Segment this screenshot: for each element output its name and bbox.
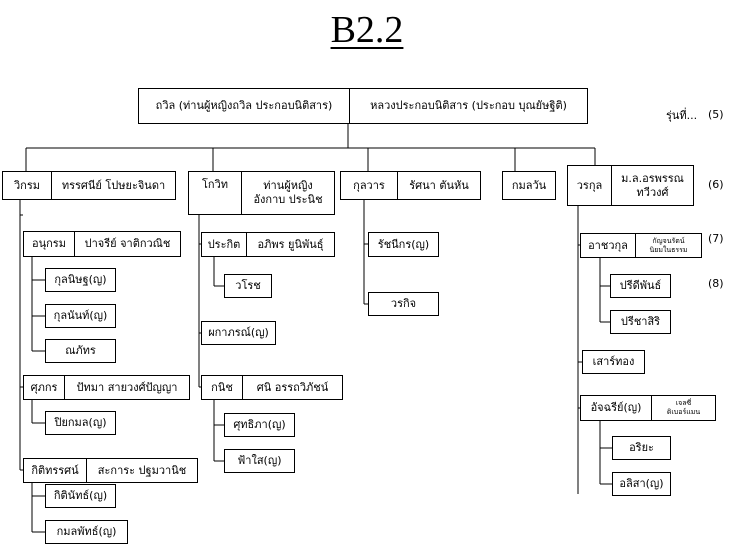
root-couple: ถวิล (ท่านผู้หญิงถวิล ประกอบนิติสาร) หลว… (138, 88, 588, 124)
preedipan-name: ปรีดีพันธ์ (619, 279, 662, 292)
artchakul-name: อาชวกุล (588, 238, 628, 252)
atchari-spouse: เจลซี่ ดิเบอร์แมน (651, 396, 715, 420)
warot-name: วโรช (235, 279, 261, 292)
worakul-name: วรกุล (576, 178, 603, 192)
pakaporn-name: ผกาภรณ์(ญ) (208, 326, 269, 339)
kamolpat-name: กมลพัทธ์(ญ) (56, 525, 117, 538)
alisa-box: อลิสา(ญ) (612, 472, 671, 496)
kamolpat-box: กมลพัทธ์(ญ) (45, 520, 128, 544)
artchakul-spouse-line2: นิยมในธรรม (649, 245, 688, 254)
kanit-name: กนิช (211, 380, 233, 394)
kittitat-name: กิติทรรศน์ (31, 463, 79, 477)
saotong-box: เสาร์ทอง (582, 350, 645, 374)
sukorn-spouse: ปัทมา สายวงศ์ปัญญา (64, 376, 189, 399)
kulawan-name: กุลวาร (353, 178, 385, 192)
kulawan-spouse: รัศนา ตันหัน (397, 172, 480, 199)
kittitat-spouse: สะการะ ปฐมวานิช (86, 459, 197, 482)
prakit-couple: ประกิต อภิพร ยูนิพันธุ์ (201, 232, 335, 257)
saotong-name: เสาร์ทอง (592, 355, 635, 368)
worakul-spouse: ม.ล.อรพรรณ ทวีวงศ์ (611, 166, 693, 205)
kitinat-box: กิตินัทธ์(ญ) (45, 484, 116, 508)
preechasiri-box: ปรีชาสิริ (610, 310, 671, 334)
generation-label: รุ่นที่... (666, 109, 698, 122)
atchari-spouse-line2: ดิเบอร์แมน (666, 408, 701, 416)
fasai-box: ฟ้าใส(ญ) (224, 449, 295, 473)
kittitat-couple: กิติทรรศน์ สะการะ ปฐมวานิช (23, 458, 198, 483)
generation-6: (6) (708, 178, 724, 191)
prakit-name: ประกิต (207, 237, 241, 251)
wikrom-couple: วิกรม ทรรศนีย์ โปษยะจินดา (2, 171, 176, 200)
generation-5: (5) (708, 108, 724, 121)
generation-7: (7) (708, 232, 724, 245)
fasai-name: ฟ้าใส(ญ) (237, 454, 282, 467)
page-title: B2.2 (330, 9, 404, 51)
kamolwan-name: กมลวัน (511, 178, 547, 192)
kulnit-name: กุลนิษฐ(ญ) (54, 273, 107, 286)
piyakamon-name: ปิยกมล(ญ) (54, 416, 107, 429)
kowit-couple: โกวิท ท่านผู้หญิง อังกาบ ประนิช (188, 171, 335, 215)
atchari-name: อัจฉรีย์(ญ) (590, 401, 642, 414)
sukorn-couple: ศุภกร ปัทมา สายวงศ์ปัญญา (23, 375, 190, 400)
kulawan-couple: กุลวาร รัศนา ตันหัน (340, 171, 481, 200)
anukrom-spouse: ปาจรีย์ จาติกวณิช (74, 232, 180, 256)
preedipan-box: ปรีดีพันธ์ (610, 274, 671, 298)
nanapat-box: ณภัทร (45, 339, 116, 363)
kulnit-box: กุลนิษฐ(ญ) (45, 268, 116, 292)
kowit-spouse: ท่านผู้หญิง อังกาบ ประนิช (241, 172, 334, 214)
sutthipa-name: ศุทธิภา(ญ) (233, 418, 286, 431)
worakul-spouse-line1: ม.ล.อรพรรณ (621, 171, 684, 185)
sutthipa-box: ศุทธิภา(ญ) (224, 413, 295, 437)
artchakul-couple: อาชวกุล กัญจนรัตน์ นิยมในธรรม (580, 233, 702, 258)
kitinat-name: กิตินัทธ์(ญ) (53, 489, 108, 502)
ratchanikorn-name: รัชนีกร(ญ) (377, 237, 430, 251)
kowit-spouse-line1: ท่านผู้หญิง (263, 179, 313, 192)
alisa-name: อลิสา(ญ) (619, 477, 664, 490)
kamolwan-box: กมลวัน (502, 171, 556, 200)
atchari-couple: อัจฉรีย์(ญ) เจลซี่ ดิเบอร์แมน (580, 395, 716, 421)
wikrom-name: วิกรม (14, 178, 40, 192)
sukorn-name: ศุภกร (30, 380, 58, 394)
kanit-spouse: ศนิ อรรถวิภัชน์ (242, 376, 342, 399)
atchari-spouse-line1: เจลซี่ (675, 399, 692, 407)
generation-8: (8) (708, 277, 724, 290)
anukrom-name: อนุกรม (32, 237, 66, 250)
kulanan-box: กุลนันท์(ญ) (45, 304, 116, 328)
piyakamon-box: ปิยกมล(ญ) (45, 411, 116, 435)
root-left: ถวิล (ท่านผู้หญิงถวิล ประกอบนิติสาร) (155, 99, 333, 112)
kanit-couple: กนิช ศนิ อรรถวิภัชน์ (201, 375, 343, 400)
nanapat-name: ณภัทร (65, 344, 96, 357)
ariya-box: อริยะ (612, 436, 671, 460)
worakit-box: วรกิจ (368, 292, 439, 316)
kulanan-name: กุลนันท์(ญ) (53, 309, 108, 322)
worakul-couple: วรกุล ม.ล.อรพรรณ ทวีวงศ์ (567, 165, 694, 206)
preechasiri-name: ปรีชาสิริ (620, 315, 661, 328)
artchakul-spouse-line1: กัญจนรัตน์ (652, 236, 685, 245)
root-right: หลวงประกอบนิติสาร (ประกอบ บุณยัษฐิติ) (349, 89, 587, 123)
worakul-spouse-line2: ทวีวงศ์ (636, 185, 669, 199)
ariya-name: อริยะ (629, 441, 654, 454)
prakit-spouse: อภิพร ยูนิพันธุ์ (246, 233, 334, 256)
warot-box: วโรช (224, 274, 272, 298)
kowit-spouse-line2: อังกาบ ประนิช (253, 193, 323, 206)
artchakul-spouse: กัญจนรัตน์ นิยมในธรรม (635, 234, 701, 257)
ratchanikorn-box: รัชนีกร(ญ) (368, 232, 439, 257)
kowit-name: โกวิท (202, 178, 228, 191)
anukrom-couple: อนุกรม ปาจรีย์ จาติกวณิช (23, 231, 181, 257)
worakit-name: วรกิจ (390, 297, 417, 310)
pakaporn-box: ผกาภรณ์(ญ) (201, 321, 276, 345)
wikrom-spouse: ทรรศนีย์ โปษยะจินดา (51, 172, 175, 199)
